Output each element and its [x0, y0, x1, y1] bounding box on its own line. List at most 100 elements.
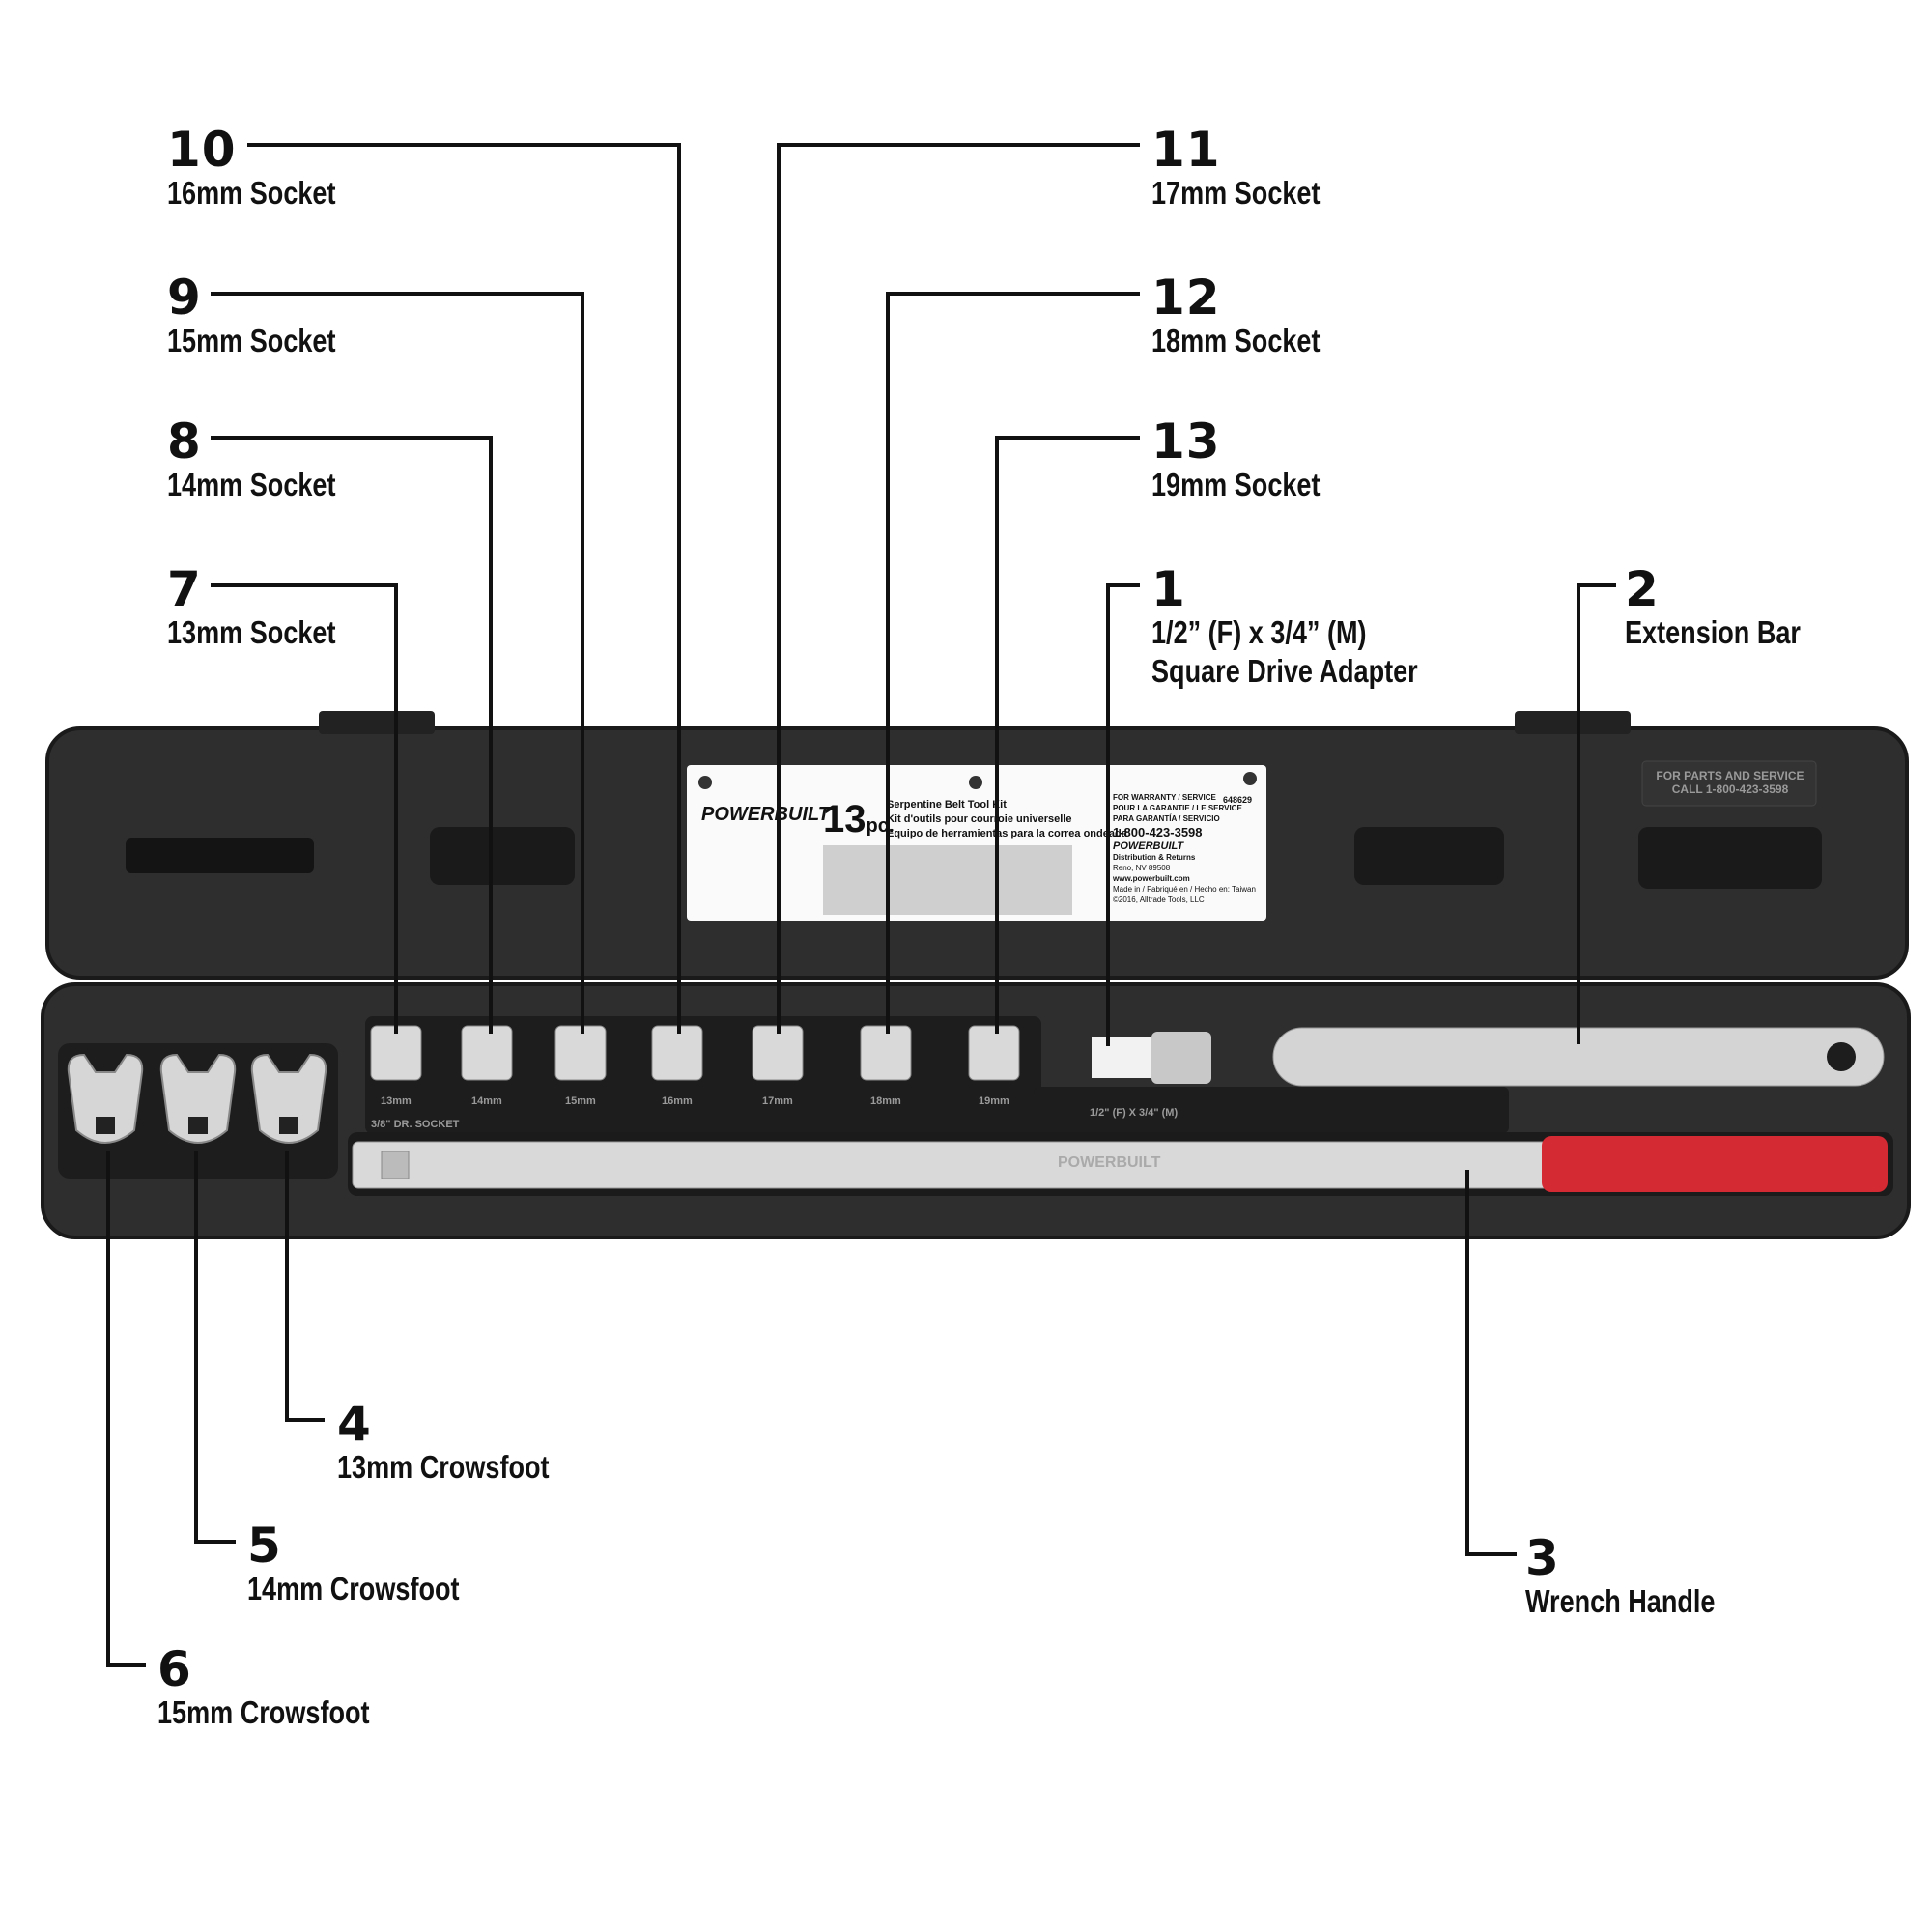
plate-product-photo — [823, 845, 1072, 915]
callout-number: 8 — [167, 413, 202, 469]
plate-titles: Serpentine Belt Tool Kit Kit d'outils po… — [887, 798, 1127, 841]
leader-line-1 — [1106, 583, 1140, 1046]
socket-size-tag: 13mm — [381, 1095, 412, 1107]
callout-label: 19mm Socket — [1151, 467, 1321, 502]
socket-18mm — [860, 1025, 912, 1081]
leader-line-2 — [1577, 583, 1616, 1044]
lid-latch-right — [1515, 711, 1631, 734]
callout-label: 15mm Socket — [167, 323, 336, 358]
socket-size-tag: 14mm — [471, 1095, 502, 1107]
callout-label: 14mm Crowsfoot — [247, 1571, 460, 1606]
crowsfoot-wrench — [67, 1053, 144, 1144]
callout-number: 3 — [1525, 1530, 1560, 1586]
callout-number: 9 — [167, 270, 202, 326]
leader-line-13 — [995, 436, 1140, 1034]
lid-slot — [1354, 827, 1504, 885]
callout-label: 17mm Socket — [1151, 175, 1321, 211]
lid-stamp-box — [1641, 760, 1817, 807]
crowsfoot-drive-hole — [279, 1117, 298, 1134]
lid-latch-left — [319, 711, 435, 734]
callout-number: 10 — [167, 122, 237, 178]
adapter-square-end — [1092, 1037, 1153, 1078]
callout-number: 5 — [247, 1518, 282, 1574]
callout-number: 2 — [1625, 561, 1660, 617]
plate-count: 13pc. — [823, 798, 894, 841]
callout-label: 18mm Socket — [1151, 323, 1321, 358]
plate-count-unit: pc. — [866, 815, 895, 837]
leader-line-4 — [285, 1151, 325, 1422]
socket-tray-label: 3/8" DR. SOCKET — [371, 1119, 460, 1130]
warranty-fr: POUR LA GARANTIE / LE SERVICE — [1113, 804, 1242, 812]
plate-website: www.powerbuilt.com — [1113, 874, 1190, 883]
leader-line-11 — [777, 143, 1140, 1034]
lid-stamp-line: FOR PARTS AND SERVICE — [1656, 769, 1804, 782]
socket-size-tag: 17mm — [762, 1095, 793, 1107]
adapter-tray-label: 1/2" (F) X 3/4" (M) — [1090, 1107, 1179, 1119]
wrench-handle-grip — [1542, 1136, 1888, 1192]
crowsfoot-wrench — [159, 1053, 237, 1144]
socket-19mm — [968, 1025, 1020, 1081]
plate-warranty: FOR WARRANTY / SERVICE POUR LA GARANTIE … — [1113, 792, 1256, 905]
callout-number: 7 — [167, 561, 202, 617]
callout-number: 4 — [337, 1396, 372, 1452]
plate-title-es: Equipo de herramientas para la correa on… — [887, 828, 1127, 839]
plate-title-fr: Kit d'outils pour courroie universelle — [887, 813, 1072, 825]
warranty-en: FOR WARRANTY / SERVICE — [1113, 793, 1216, 802]
leader-line-3 — [1465, 1170, 1517, 1556]
leader-line-10 — [247, 143, 681, 1034]
plate-title-en: Serpentine Belt Tool Kit — [887, 799, 1007, 810]
wrench-handle-bar — [352, 1141, 1571, 1189]
callout-number: 11 — [1151, 122, 1221, 178]
callout-label: 13mm Socket — [167, 614, 336, 650]
callout-label: 1/2” (F) x 3/4” (M) — [1151, 614, 1367, 650]
lid-slot — [430, 827, 575, 885]
lid-slot — [126, 838, 314, 873]
socket-15mm — [554, 1025, 607, 1081]
lid-stamp: FOR PARTS AND SERVICE CALL 1-800-423-359… — [1648, 769, 1812, 796]
leader-line-9 — [211, 292, 584, 1034]
callout-label: Square Drive Adapter — [1151, 653, 1418, 689]
callout-label: Wrench Handle — [1525, 1583, 1716, 1619]
crowsfoot-drive-hole — [188, 1117, 208, 1134]
socket-size-tag: 19mm — [979, 1095, 1009, 1107]
plate-address: Reno, NV 89508 — [1113, 864, 1171, 872]
plate-brand-2: POWERBUILT — [1113, 840, 1184, 852]
plate-part-number: 648629 — [1223, 795, 1253, 805]
plate-distribution: Distribution & Returns — [1113, 853, 1196, 862]
callout-label: 14mm Socket — [167, 467, 336, 502]
socket-16mm — [651, 1025, 703, 1081]
leader-line-12 — [886, 292, 1140, 1034]
crowsfoot-drive-hole — [96, 1117, 115, 1134]
callout-number: 6 — [157, 1641, 192, 1697]
socket-17mm — [752, 1025, 804, 1081]
callout-label: Extension Bar — [1625, 614, 1801, 650]
adapter-tray — [1034, 1087, 1509, 1133]
warranty-es: PARA GARANTÍA / SERVICIO — [1113, 814, 1220, 823]
leader-line-5 — [194, 1151, 236, 1544]
socket-14mm — [461, 1025, 513, 1081]
callout-number: 12 — [1151, 270, 1221, 326]
plate-copyright: ©2016, Alltrade Tools, LLC — [1113, 895, 1205, 904]
crowsfoot-wrench — [250, 1053, 327, 1144]
callout-label: 15mm Crowsfoot — [157, 1694, 370, 1730]
callout-number: 13 — [1151, 413, 1221, 469]
socket-size-tag: 18mm — [870, 1095, 901, 1107]
callout-number: 1 — [1151, 561, 1186, 617]
leader-line-7 — [211, 583, 398, 1034]
leader-line-6 — [106, 1151, 146, 1667]
socket-size-tag: 15mm — [565, 1095, 596, 1107]
